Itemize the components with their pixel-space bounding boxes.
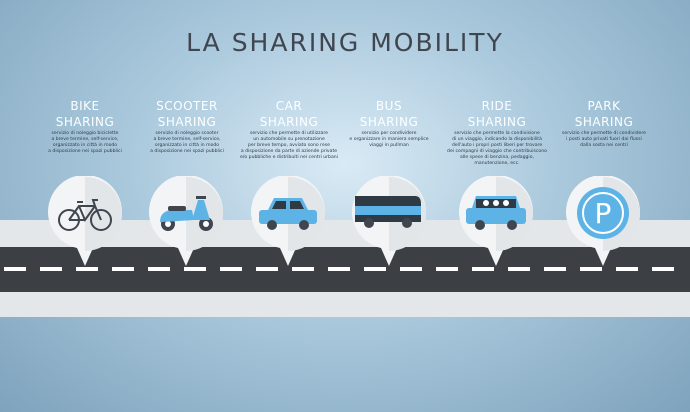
ride-car-icon: [466, 196, 526, 230]
pin-ride: [459, 176, 533, 266]
pin-bus: [352, 176, 426, 266]
pin-bike: [48, 176, 122, 266]
bicycle-icon: [58, 199, 112, 231]
page-title: LA SHARING MOBILITY: [186, 28, 504, 57]
road-dashes: [4, 267, 674, 271]
pin-car: [251, 176, 325, 266]
pin-park: P: [566, 176, 640, 266]
car-icon: [259, 198, 317, 230]
pin-scooter: [149, 176, 223, 266]
scooter-icon: [160, 196, 213, 231]
parking-glyph: P: [595, 197, 612, 230]
bus-icon: [355, 196, 421, 228]
parking-icon: P: [577, 187, 629, 239]
sidewalk-bottom: [0, 292, 690, 317]
